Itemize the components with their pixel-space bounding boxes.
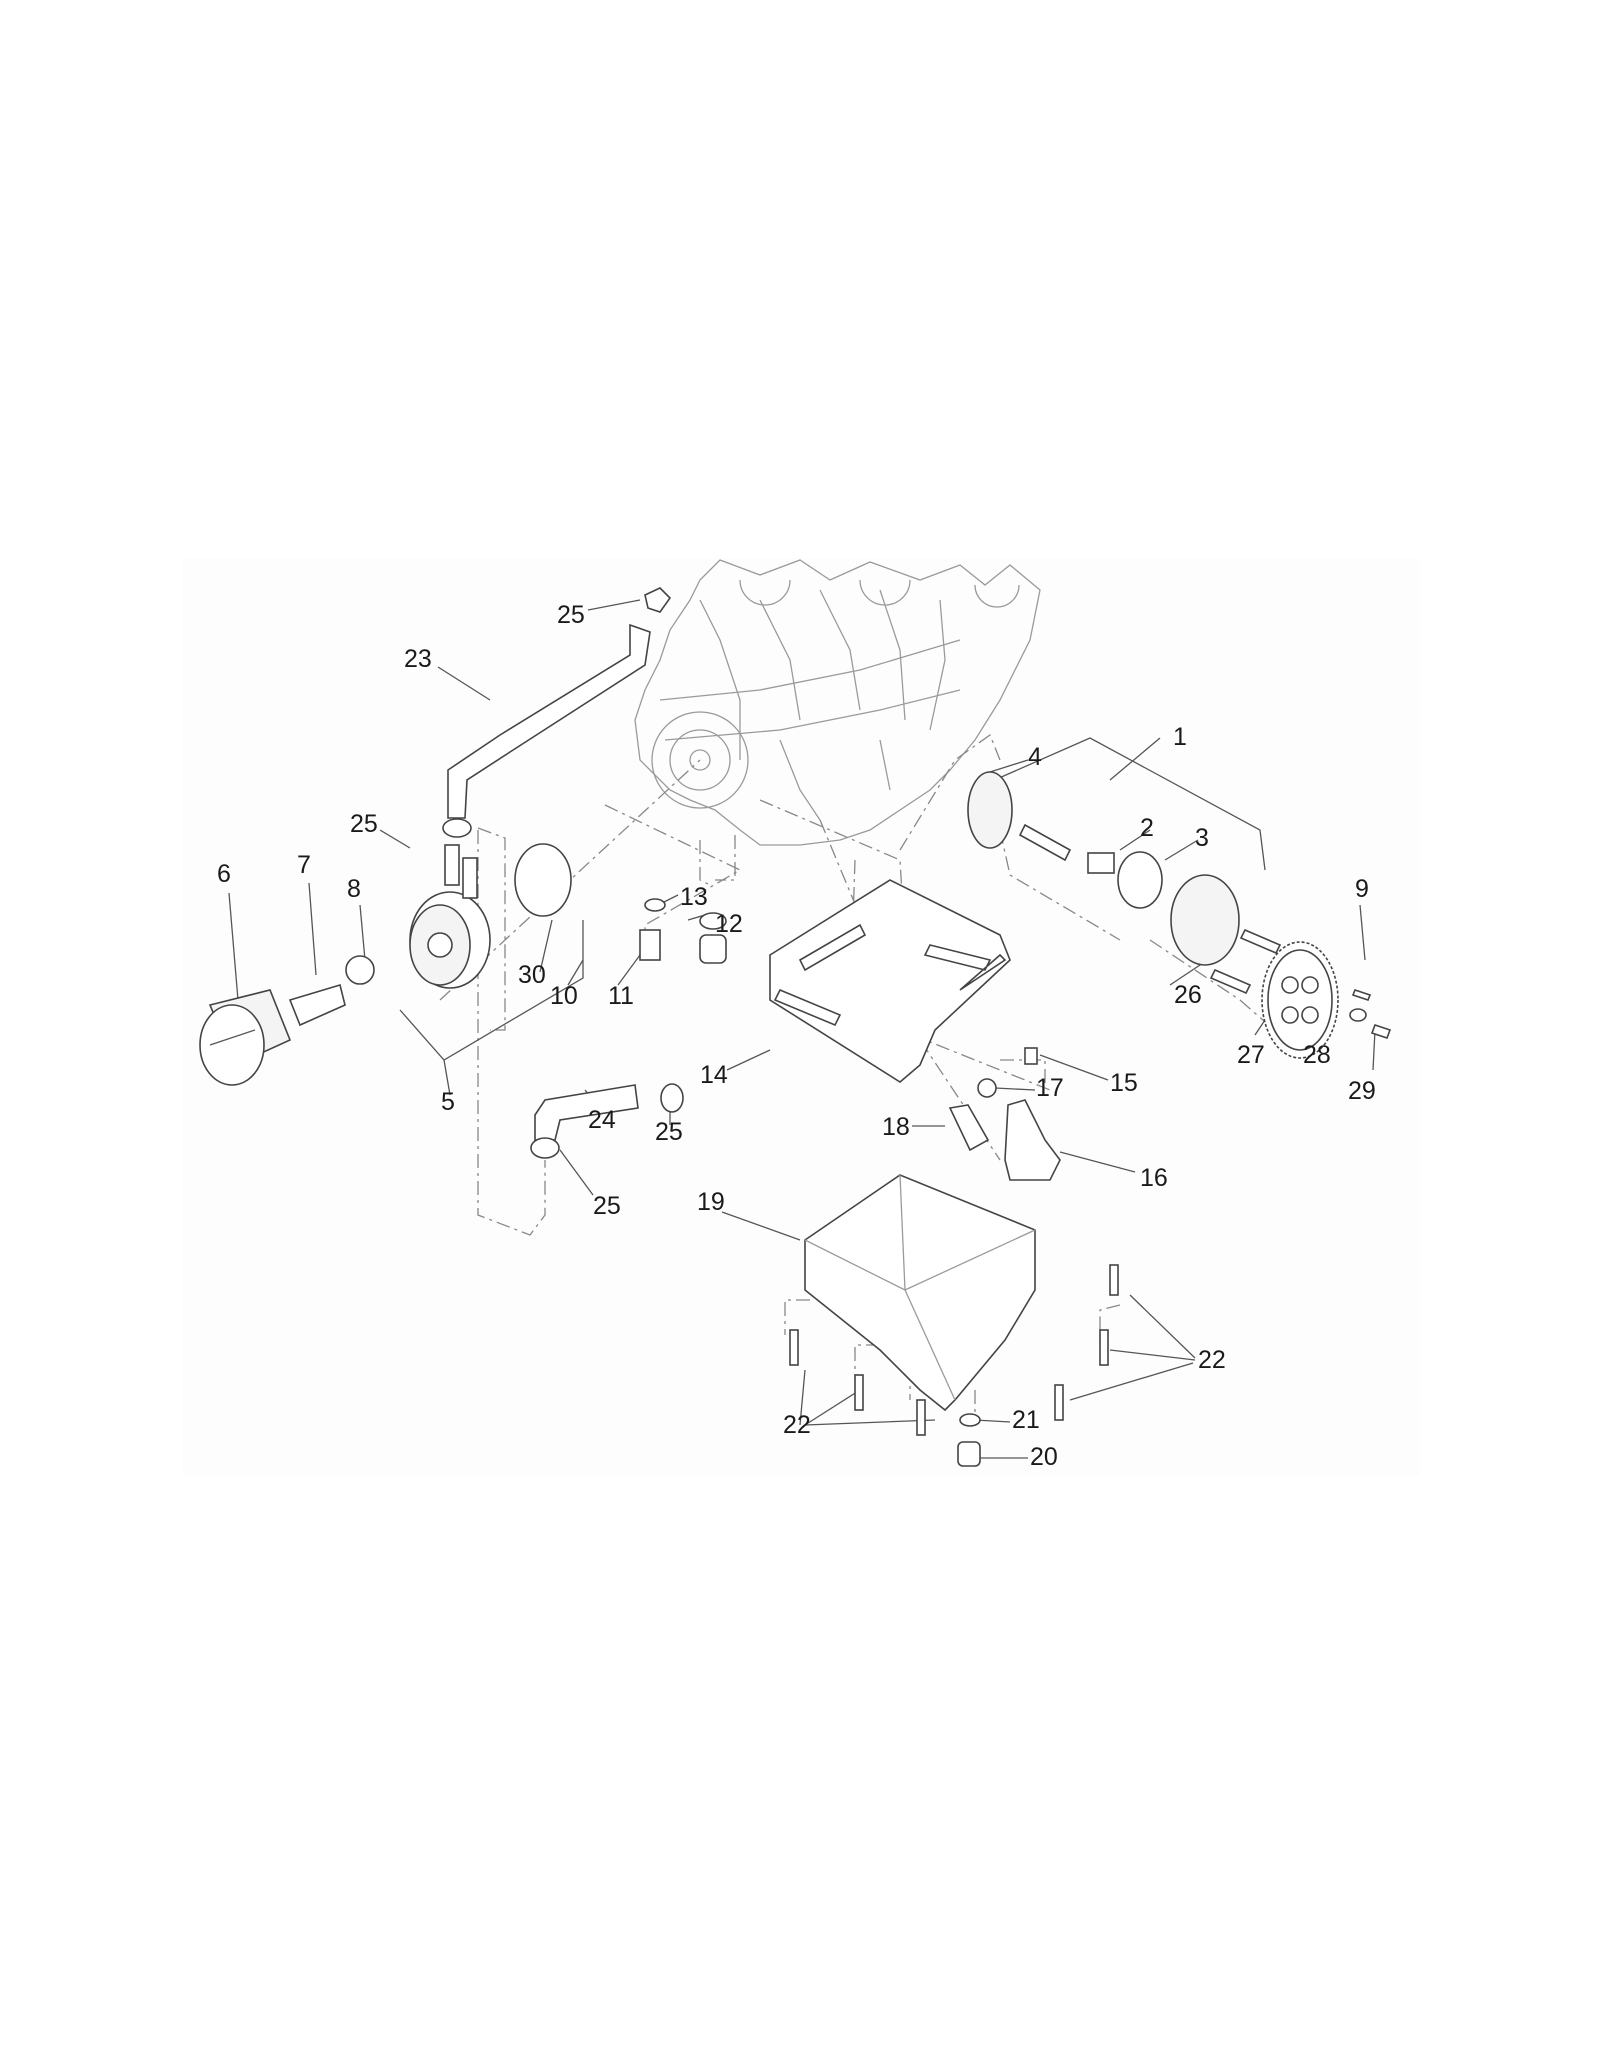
part-6-oil-filter[interactable] <box>199 989 292 1086</box>
part-25-hose-clip-top[interactable] <box>644 587 672 613</box>
part-24-oil-hose[interactable] <box>534 1084 639 1141</box>
part-20-drain-plug[interactable] <box>957 1441 981 1467</box>
pump-shaft <box>1018 823 1072 862</box>
part-27-pump-gear[interactable] <box>1261 941 1339 1059</box>
part-26-pump-bolts[interactable] <box>1209 928 1282 995</box>
part-10-pressure-sensor[interactable] <box>639 929 661 961</box>
part-18-relief-valve[interactable] <box>948 1104 990 1152</box>
callout-24: 24 <box>588 1106 616 1134</box>
callout-16: 16 <box>1140 1164 1168 1192</box>
part-7-filter-nipple[interactable] <box>288 983 346 1027</box>
part-4-pump-cover[interactable] <box>967 771 1013 849</box>
callout-7: 7 <box>297 851 311 879</box>
callout-18: 18 <box>882 1113 910 1141</box>
callout-26: 26 <box>1174 981 1202 1009</box>
callout-25-cooler: 25 <box>350 810 378 838</box>
callout-13: 13 <box>680 883 708 911</box>
callout-15: 15 <box>1110 1069 1138 1097</box>
callout-labels: 1 2 3 4 5 6 7 8 9 10 11 12 13 14 15 16 1… <box>217 601 1376 1471</box>
callout-3: 3 <box>1195 824 1209 852</box>
callout-25-lower: 25 <box>593 1192 621 1220</box>
part-12-o-ring[interactable] <box>699 912 727 930</box>
part-9-pin[interactable] <box>1351 989 1372 1001</box>
callout-21: 21 <box>1012 1406 1040 1434</box>
callout-22-right: 22 <box>1198 1346 1226 1374</box>
part-2-inner-rotor[interactable] <box>1087 852 1115 874</box>
part-3-outer-rotor[interactable] <box>1117 851 1163 909</box>
callout-23: 23 <box>404 645 432 673</box>
part-25-hose-clip-mid[interactable] <box>660 1083 684 1113</box>
leader-lines <box>228 599 1376 1459</box>
part-19-oil-sump[interactable] <box>804 1174 1036 1412</box>
callout-22-left: 22 <box>783 1411 811 1439</box>
part-16-oil-strainer[interactable] <box>1004 1099 1061 1181</box>
part-13-washer[interactable] <box>644 898 666 912</box>
part-22-sump-bolts[interactable] <box>789 1264 1119 1436</box>
part-25-hose-clip-lower[interactable] <box>530 1137 560 1159</box>
part-17-o-ring[interactable] <box>977 1078 997 1098</box>
callout-11: 11 <box>608 982 634 1010</box>
callout-4: 4 <box>1028 743 1042 771</box>
callout-5: 5 <box>441 1088 455 1116</box>
part-25-hose-clip-cooler[interactable] <box>442 818 472 838</box>
callout-14: 14 <box>700 1061 728 1089</box>
crankcase-drawing <box>634 559 1041 846</box>
part-5-oil-cooler[interactable] <box>409 844 491 989</box>
pump-body <box>1170 874 1240 966</box>
callout-29: 29 <box>1348 1077 1376 1105</box>
callout-27: 27 <box>1237 1041 1265 1069</box>
part-30-o-ring[interactable] <box>514 843 572 917</box>
callout-25-top: 25 <box>557 601 585 629</box>
callout-8: 8 <box>347 875 361 903</box>
part-29-gear-bolt[interactable] <box>1370 1023 1392 1040</box>
part-8-lock-washer[interactable] <box>345 955 375 985</box>
callout-20: 20 <box>1030 1443 1058 1471</box>
part-15-bolt[interactable] <box>1024 1047 1038 1065</box>
callout-6: 6 <box>217 860 231 888</box>
callout-9: 9 <box>1355 875 1369 903</box>
callout-30: 30 <box>518 961 546 989</box>
part-28-washer[interactable] <box>1349 1008 1367 1022</box>
callout-17: 17 <box>1036 1074 1064 1102</box>
callout-19: 19 <box>697 1188 725 1216</box>
callout-2: 2 <box>1140 814 1154 842</box>
callout-1: 1 <box>1173 723 1187 751</box>
part-14-gasket[interactable] <box>769 879 1011 1083</box>
callout-12: 12 <box>715 910 743 938</box>
part-21-drain-washer[interactable] <box>959 1413 981 1427</box>
callout-10: 10 <box>550 982 578 1010</box>
part-23-oil-hose[interactable] <box>447 623 651 819</box>
callout-28: 28 <box>1303 1041 1331 1069</box>
part-11-plug[interactable] <box>699 934 727 964</box>
callout-25-mid: 25 <box>655 1118 683 1146</box>
